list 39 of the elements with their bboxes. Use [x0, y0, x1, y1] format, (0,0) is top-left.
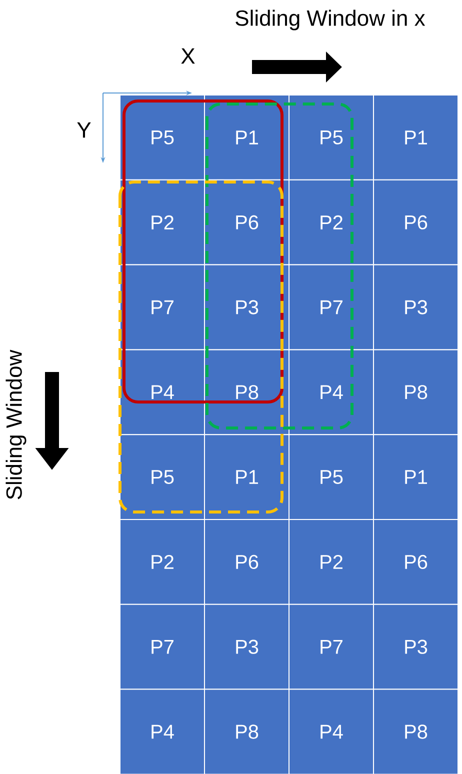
grid-cell: P8	[373, 688, 458, 774]
grid-cell: P4	[120, 688, 205, 774]
grid-cell: P2	[288, 519, 374, 605]
grid-cell: P4	[120, 349, 205, 436]
axis-label: Y	[77, 122, 91, 138]
grid-cell: P8	[204, 688, 290, 774]
grid-cell: P3	[373, 604, 458, 690]
grid-cell: P4	[288, 688, 374, 774]
node-label: P8	[236, 724, 258, 739]
grid-cell: P1	[373, 94, 458, 180]
direction-label: Sliding Window	[6, 350, 26, 500]
grid-cell: P1	[373, 434, 458, 520]
grid-cell: P5	[288, 94, 374, 180]
grid-cell: P2	[288, 179, 374, 266]
grid-cell: P3	[204, 604, 290, 690]
grid-cell: P4	[288, 349, 374, 436]
node-label: P8	[405, 724, 428, 739]
grid-cell: P7	[120, 604, 205, 690]
grid-cell: P7	[288, 604, 374, 690]
grid-cell: P8	[204, 349, 290, 436]
grid-cell: P5	[120, 434, 205, 520]
grid-cell: P5	[288, 434, 374, 520]
grid-cell: P6	[373, 179, 458, 266]
grid-cell: P6	[373, 519, 458, 605]
grid-cell: P5	[120, 94, 205, 180]
grid-cell: P8	[373, 349, 458, 436]
grid-cell: P2	[120, 519, 205, 605]
grid-cell: P7	[288, 264, 374, 350]
axis-label: X	[181, 48, 195, 64]
grid-cell: P6	[204, 179, 290, 266]
grid-cell: P3	[204, 264, 290, 350]
grid-cell: P1	[204, 434, 290, 520]
grid-cell: P6	[204, 519, 290, 605]
node-label: P4	[152, 724, 174, 739]
direction-label: Sliding Window in x	[236, 10, 426, 30]
grid-cell: P1	[204, 94, 290, 180]
grid-cell: P2	[120, 179, 205, 266]
grid-cell: P3	[373, 264, 458, 350]
grid-cell: P7	[120, 264, 205, 350]
